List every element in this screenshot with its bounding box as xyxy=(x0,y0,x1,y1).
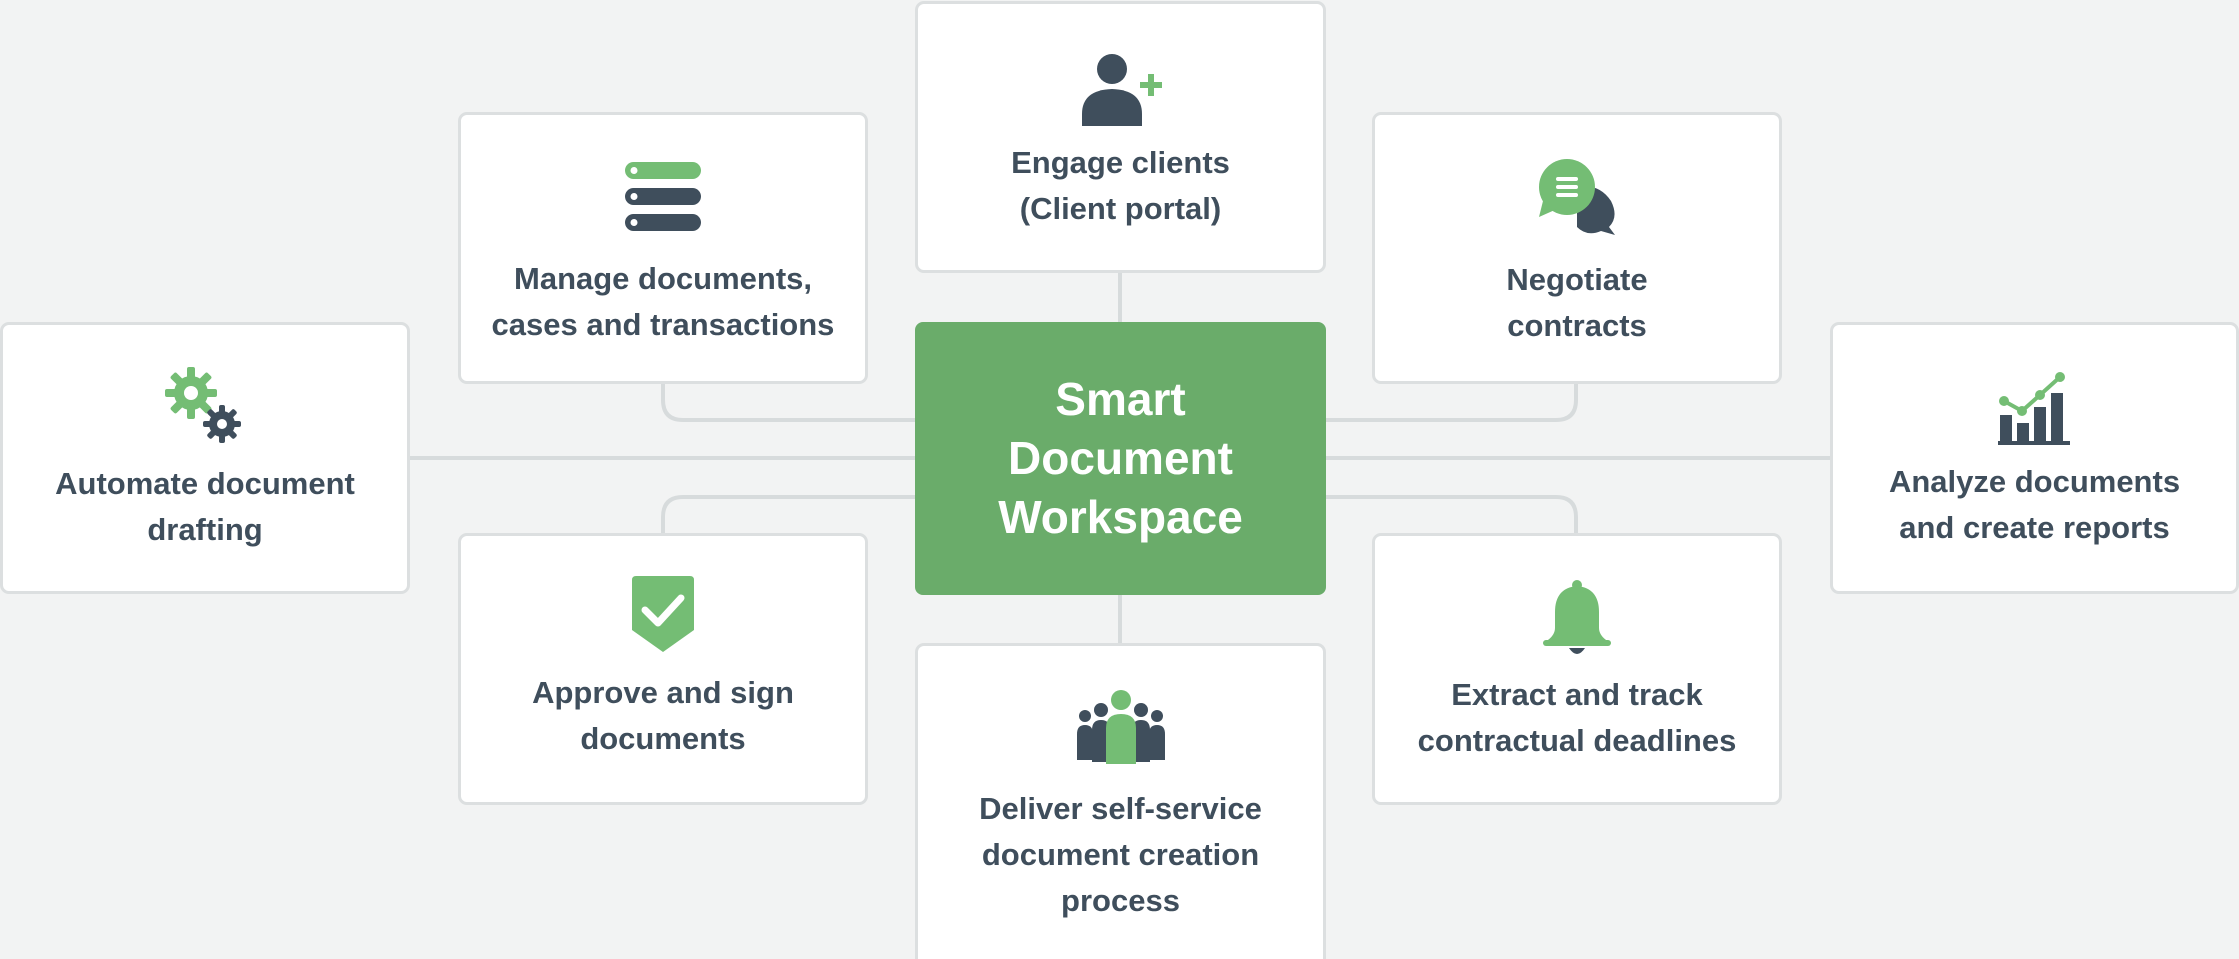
node-label-line: drafting xyxy=(147,512,263,547)
node-deliver-self-service: Deliver self-service document creation p… xyxy=(915,643,1326,959)
node-label-line: contracts xyxy=(1507,308,1647,343)
node-label-line: Negotiate xyxy=(1506,262,1648,297)
node-label-line: Approve and sign xyxy=(532,675,794,710)
center-node-smart-document-workspace: Smart Document Workspace xyxy=(915,322,1326,595)
node-extract-and-track: Extract and track contractual deadlines xyxy=(1372,533,1782,805)
node-label-line: process xyxy=(1061,883,1180,918)
node-label-line: cases and transactions xyxy=(491,307,835,342)
node-label-line: (Client portal) xyxy=(1019,191,1222,226)
node-label-line: Analyze documents xyxy=(1888,464,2181,499)
center-title-line: Document xyxy=(1008,432,1233,484)
chat-bubbles-icon xyxy=(1539,159,1615,235)
chart-icon xyxy=(1997,372,2070,445)
node-label-line: Deliver self-service xyxy=(979,791,1262,826)
bell-icon xyxy=(1543,580,1611,654)
center-title-line: Workspace xyxy=(998,491,1243,543)
group-icon xyxy=(1076,690,1165,764)
node-negotiate-contracts: Negotiate contracts xyxy=(1372,112,1782,384)
center-title-line: Smart xyxy=(1055,373,1186,425)
connector-manage xyxy=(661,384,915,422)
node-label-line: Extract and track xyxy=(1451,677,1703,712)
database-stack-icon xyxy=(625,162,701,231)
connector-extract xyxy=(1326,495,1578,533)
connector-approve xyxy=(661,495,915,533)
node-approve-and-sign: Approve and sign documents xyxy=(458,533,868,805)
node-automate-drafting: Automate document drafting xyxy=(0,322,410,594)
add-user-icon xyxy=(1081,54,1162,126)
connector-negotiate xyxy=(1326,384,1578,422)
node-engage-clients: Engage clients (Client portal) xyxy=(915,1,1326,273)
shield-check-icon xyxy=(632,576,694,652)
gears-icon xyxy=(165,367,241,443)
node-label-line: documents xyxy=(580,721,746,756)
node-label-line: Automate document xyxy=(55,466,355,501)
node-label-line: and create reports xyxy=(1899,510,2170,545)
node-label-line: Engage clients xyxy=(1011,145,1230,180)
node-label-line: document creation xyxy=(981,837,1260,872)
node-manage-documents: Manage documents, cases and transactions xyxy=(458,112,868,384)
node-analyze-documents: Analyze documents and create reports xyxy=(1830,322,2239,594)
node-label-line: Manage documents, xyxy=(514,261,812,296)
node-label-line: contractual deadlines xyxy=(1417,723,1737,758)
